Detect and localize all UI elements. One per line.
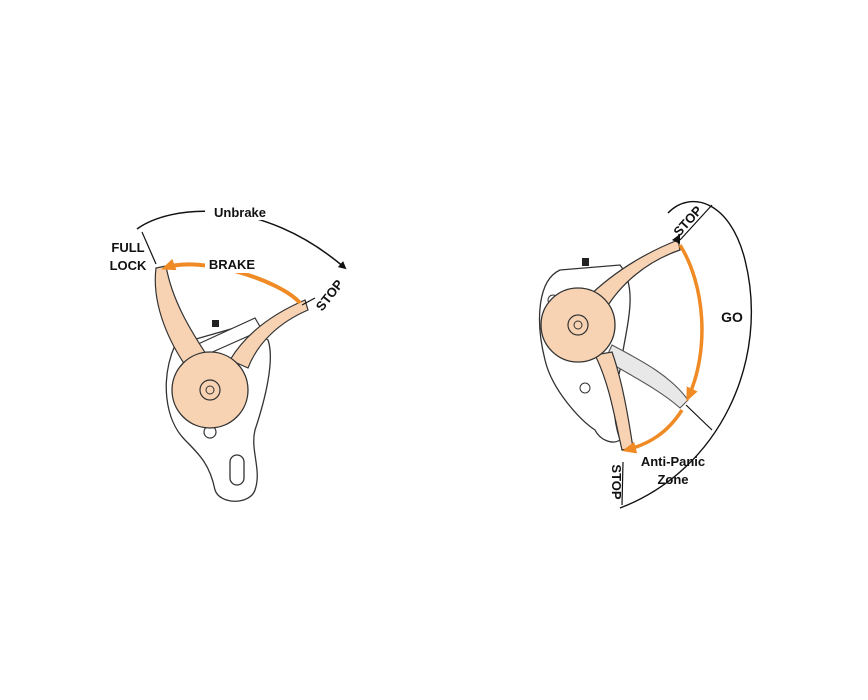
outer-range-arc — [619, 200, 753, 509]
go-arc — [678, 244, 704, 402]
full-lock-label-line2: LOCK — [110, 258, 147, 273]
stop-marker-icon — [672, 234, 680, 244]
stop-label-left: STOP — [313, 277, 347, 314]
left-device — [154, 265, 309, 502]
stop-line-bottom — [621, 461, 624, 506]
stop-line-left — [301, 297, 316, 306]
anti-panic-label-line1: Anti-Panic — [641, 454, 705, 469]
stop-line-top — [679, 204, 713, 241]
device-tab — [212, 320, 219, 327]
device-tab — [582, 258, 589, 266]
handle-left-arm — [154, 265, 211, 366]
handle-upper-arm — [583, 239, 681, 311]
full-lock-label-line1: FULL — [111, 240, 144, 255]
stop-label-top: STOP — [670, 203, 705, 239]
cam-axle-center — [573, 320, 583, 330]
anti-panic-line — [685, 404, 713, 431]
brake-label: BRAKE — [209, 257, 256, 272]
stop-label-bottom: STOP — [609, 464, 624, 499]
device-hole — [579, 382, 591, 394]
cam-axle — [567, 314, 589, 336]
cam-axle-center — [205, 385, 215, 395]
handle-ghost-arm — [604, 344, 689, 409]
handle-right-arm — [229, 299, 309, 369]
handle-cam — [540, 287, 616, 363]
full-lock-line — [141, 231, 157, 265]
right-device — [538, 234, 689, 451]
device-slot — [229, 454, 245, 486]
handle-cam — [171, 351, 249, 429]
anti-panic-arc — [622, 409, 684, 454]
unbrake-label: Unbrake — [214, 205, 266, 220]
anti-panic-label-line2: Zone — [657, 472, 688, 487]
go-label: GO — [721, 309, 743, 325]
cam-axle — [199, 379, 221, 401]
